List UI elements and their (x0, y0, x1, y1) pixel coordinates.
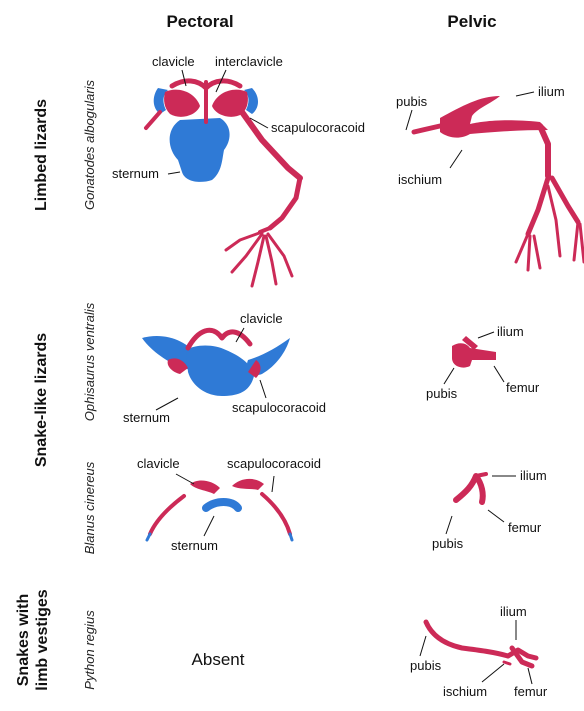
label-ischium-1: ischium (398, 172, 442, 187)
label-pubis-3: pubis (432, 536, 464, 551)
label-ilium-3: ilium (520, 468, 547, 483)
species-gonatodes: Gonatodes albogularis (82, 79, 97, 210)
label-clavicle-3: clavicle (137, 456, 180, 471)
label-ischium-4: ischium (443, 684, 487, 699)
group-limbed-lizards: Limbed lizards (33, 99, 50, 211)
ophisaurus-pectoral-girdle (142, 330, 290, 396)
group-snakes-line1: Snakes with (15, 594, 32, 686)
label-scapulocoracoid-3: scapulocoracoid (227, 456, 321, 471)
species-blanus: Blanus cinereus (82, 461, 97, 554)
header-pectoral: Pectoral (166, 12, 233, 31)
group-snakes-line2: limb vestiges (34, 589, 51, 690)
label-sternum-2: sternum (123, 410, 170, 425)
label-ilium-4: ilium (500, 604, 527, 619)
label-sternum-3: sternum (171, 538, 218, 553)
label-sternum-1: sternum (112, 166, 159, 181)
gonatodes-pectoral-girdle (146, 81, 300, 286)
species-ophisaurus: Ophisaurus ventralis (82, 302, 97, 421)
label-ilium-2: ilium (497, 324, 524, 339)
label-ilium-1: ilium (538, 84, 565, 99)
group-snake-like-lizards: Snake-like lizards (33, 333, 50, 467)
label-scapulocoracoid-1: scapulocoracoid (271, 120, 365, 135)
label-interclavicle: interclavicle (215, 54, 283, 69)
label-pubis-2: pubis (426, 386, 458, 401)
label-pubis-1: pubis (396, 94, 428, 109)
label-clavicle-1: clavicle (152, 54, 195, 69)
ophisaurus-pelvic-girdle (452, 336, 496, 368)
python-pelvic-girdle (426, 622, 536, 666)
label-scapulocoracoid-2: scapulocoracoid (232, 400, 326, 415)
label-femur-4: femur (514, 684, 548, 699)
label-femur-2: femur (506, 380, 540, 395)
label-pubis-4: pubis (410, 658, 442, 673)
label-femur-3: femur (508, 520, 542, 535)
header-pelvic: Pelvic (447, 12, 496, 31)
absent-label: Absent (192, 650, 245, 669)
label-clavicle-2: clavicle (240, 311, 283, 326)
species-python: Python regius (82, 610, 97, 690)
blanus-pelvic-girdle (456, 474, 486, 502)
blanus-pectoral-girdle (147, 479, 292, 540)
